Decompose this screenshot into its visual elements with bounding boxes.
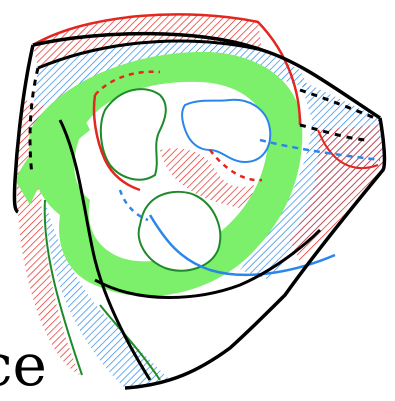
- green-line-lower: [99, 304, 161, 381]
- red-dashed-curve: [94, 70, 161, 96]
- green-line-left: [43, 199, 83, 376]
- white-hole-right: [181, 98, 272, 164]
- black-dashed-curve-2: [299, 88, 381, 122]
- black-inner-curve-1: [37, 39, 263, 70]
- red-hatched-region-inner: [160, 148, 255, 210]
- red-hatched-region-right: [290, 125, 385, 262]
- blue-curve-right: [259, 138, 381, 162]
- white-hole-bottom: [137, 190, 222, 272]
- black-outline-right: [124, 117, 387, 390]
- caption-text: ce: [0, 331, 47, 399]
- red-curve-outer: [32, 13, 302, 126]
- blue-dashed-curve: [118, 189, 149, 222]
- green-diagonal-strip: [15, 110, 90, 205]
- red-curve-right: [317, 129, 379, 170]
- black-inner-curve-3: [94, 228, 322, 299]
- red-curve-inner: [92, 94, 141, 192]
- black-inner-curve-2: [58, 119, 152, 381]
- black-outline-left: [12, 44, 35, 214]
- black-dashed-curve-3: [299, 123, 366, 142]
- red-curve-mid: [209, 149, 263, 182]
- blue-curve-bottom: [148, 214, 336, 277]
- white-hole-left: [99, 88, 167, 181]
- green-ring-band: [29, 51, 303, 297]
- blue-hatched-region-lower: [45, 200, 170, 388]
- black-dashed-curve-1: [28, 67, 40, 176]
